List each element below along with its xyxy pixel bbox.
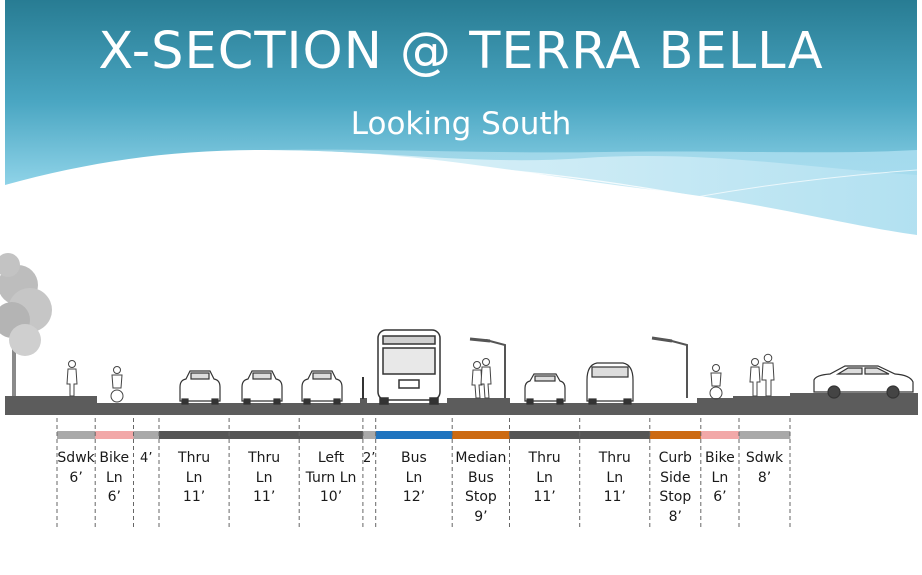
lane-color-bar (57, 431, 791, 439)
lane-label-line: Median (455, 450, 507, 466)
lane-label-line: Stop (464, 489, 497, 505)
lane-label-line: 4’ (140, 451, 153, 466)
lane-label-line: 6’ (713, 489, 727, 505)
car-thru-lane-3-icon (524, 373, 566, 405)
lane-label-line: 6’ (107, 489, 121, 505)
lane-label-line: Sdwk (745, 450, 784, 466)
tree-illustration (0, 253, 52, 396)
lane-label-line: Ln (536, 469, 553, 486)
lane-label-line: Sdwk (57, 450, 95, 466)
bus-icon (377, 329, 441, 405)
lane-label-buffer-mid: 2’ (363, 449, 376, 469)
lane-label-line: Thru (248, 450, 281, 466)
lane-label-line: Thru (528, 450, 561, 466)
car-thru-lane-2-icon (241, 370, 283, 405)
lane-label-sdwk-left: Sdwk 6’ (57, 449, 95, 488)
lane-label-line: 8’ (757, 469, 772, 486)
lane-label-line: Thru (178, 450, 211, 466)
lane-bar-thru-3 (509, 431, 580, 439)
lane-bar-sdwk-left (57, 431, 96, 439)
lane-label-line: Ln (711, 469, 729, 486)
pedestrian-left-icon (66, 360, 78, 397)
lane-bar-buffer-left (133, 431, 160, 439)
lane-label-buffer-left: 4’ (134, 449, 160, 469)
curb-stop-streetlight-icon (651, 336, 688, 398)
lane-bar-buffer-mid (362, 431, 376, 439)
lane-label-line: 11’ (253, 489, 276, 505)
lane-label-line: 8’ (668, 508, 682, 525)
lane-label-line: 2’ (363, 451, 376, 466)
lane-label-line: Ln (606, 469, 624, 486)
lane-label-line: Curb (658, 450, 692, 466)
lane-label-line: Ln (255, 469, 273, 486)
lane-label-line: Bus (467, 469, 494, 486)
lane-label-line: 11’ (182, 489, 206, 505)
lane-label-line: Ln (105, 469, 123, 486)
lane-bar-median-stop (452, 431, 510, 439)
lane-dividers (56, 418, 791, 528)
lane-label-line: Ln (405, 469, 423, 486)
lane-label-line: Bike (705, 450, 735, 466)
lane-label-line: Side (660, 469, 691, 486)
median-stop-streetlight-icon (469, 337, 506, 398)
lane-bar-thru-2 (229, 431, 300, 439)
lane-bar-bike-left (95, 431, 134, 439)
car-thru-lane-1-icon (179, 370, 221, 405)
lane-label-line: Turn Ln (305, 469, 357, 486)
lane-bar-thru-4 (579, 431, 651, 439)
pedestrian-group-right-icon (749, 353, 775, 397)
lane-bar-thru-1 (159, 431, 230, 439)
ground-profile (5, 393, 918, 415)
pedestrians-at-median-stop-icon (471, 358, 492, 399)
lane-label-line: 12’ (402, 489, 426, 505)
lane-label-line: Stop (659, 489, 692, 505)
header-wave-background (5, 0, 917, 243)
header-banner: X-SECTION @ TERRA BELLA Looking South (5, 0, 917, 250)
lane-label-sdwk-right: Sdwk 8’ (739, 449, 790, 488)
lane-bar-bike-right (700, 431, 740, 439)
lane-label-line: Left (317, 450, 345, 466)
page-title: X-SECTION @ TERRA BELLA (98, 22, 824, 81)
van-thru-lane-4-icon (586, 362, 634, 405)
lane-label-line: 9’ (474, 508, 488, 525)
lane-label-line: 11’ (603, 489, 626, 505)
lane-bar-curb-stop (649, 431, 702, 439)
lane-bar-left-turn (299, 431, 364, 439)
lane-label-line: 6’ (69, 469, 83, 486)
lane-bar-sdwk-right (739, 431, 791, 439)
page-subtitle: Looking South (350, 106, 572, 142)
lane-label-line: Ln (185, 469, 203, 486)
lane-label-line: Bus (401, 450, 427, 466)
car-side-view-icon (813, 365, 914, 399)
lane-label-line: 11’ (533, 489, 556, 505)
lane-label-line: Thru (598, 450, 631, 466)
lane-label-line: Bike (99, 450, 130, 466)
median-bollard (362, 377, 364, 399)
cyclist-right-icon (709, 364, 723, 400)
lane-label-line: 10’ (319, 489, 343, 505)
lane-bar-bus-lane (375, 431, 453, 439)
cyclist-left-icon (110, 366, 124, 403)
car-left-turn-lane-icon (301, 370, 343, 405)
